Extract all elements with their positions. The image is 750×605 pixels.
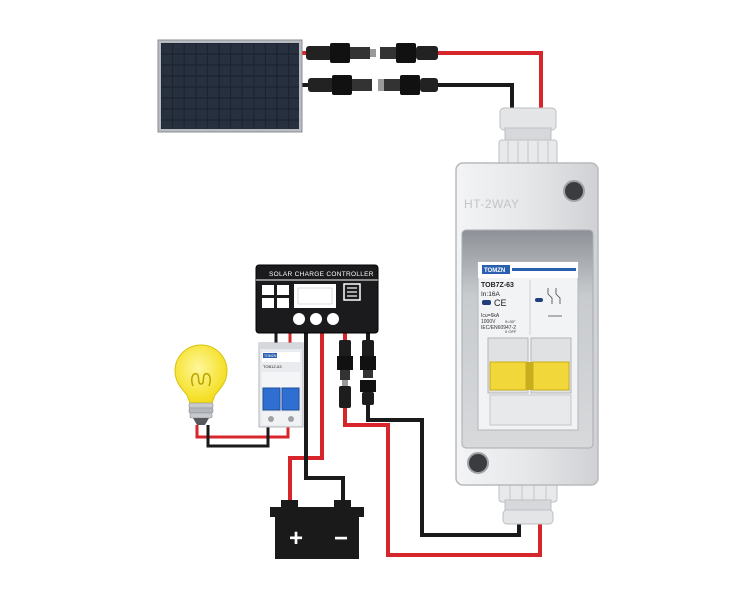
mc4-connector-positive-male [306, 43, 376, 63]
main-breaker-spec-5: 0 OFF [505, 329, 517, 334]
enclosure-negative-input-wire [438, 83, 514, 108]
controller-button-3[interactable] [327, 313, 339, 325]
light-bulb-icon [174, 344, 228, 425]
enclosure-negative-output-wire [366, 405, 521, 537]
enclosure-screw-bottom [467, 452, 489, 474]
battery-negative-wire [304, 332, 345, 505]
ce-mark: CE [494, 298, 507, 308]
controller-title: SOLAR CHARGE CONTROLLER [269, 271, 374, 278]
controller-button-1[interactable] [293, 313, 305, 325]
small-breaker-handle-right[interactable] [281, 387, 300, 411]
dc-isolator-enclosure: HT-2WAY TOMZN TOB7Z-63 In:16A CE Icu=6kA… [455, 107, 599, 525]
enclosure-positive-output-wire [343, 408, 542, 557]
mc4-connector-negative-male [308, 75, 372, 95]
top-cable-gland [498, 107, 558, 167]
enclosure-brand-text: HT-2WAY [464, 197, 520, 211]
controller-button-2[interactable] [310, 313, 322, 325]
controller-icon-status [277, 298, 289, 308]
enclosure-positive-input-wire [438, 51, 543, 108]
battery-plus-symbol: + [289, 525, 303, 552]
main-breaker-brand: TOMZN [484, 268, 505, 274]
small-breaker-screw-left [268, 416, 274, 422]
mc4-connector-pv-positive [337, 340, 353, 408]
mc4-connector-positive-female [380, 43, 438, 63]
enclosure-screw-top [563, 180, 585, 202]
small-breaker-brand: TOMZN [264, 354, 277, 358]
load-dc-breaker: TOMZN TOB1Z-63 [258, 342, 304, 428]
main-breaker-spec-4: ϑ=30° [505, 319, 516, 324]
solar-panel [157, 39, 303, 133]
small-breaker-screw-right [288, 416, 294, 422]
main-breaker-rating: In:16A [481, 291, 500, 298]
main-breaker-model: TOB7Z-63 [481, 282, 514, 289]
mc4-connector-negative-female [378, 75, 438, 95]
small-breaker-model: TOB1Z-63 [263, 364, 282, 369]
mc4-connectors-controller [337, 340, 376, 408]
breaker-handle-right[interactable] [532, 361, 570, 391]
load-wire-bulb-black [206, 425, 270, 448]
controller-menu-icon [343, 283, 361, 301]
panel-cells [161, 43, 299, 129]
wiring-symbol [547, 288, 562, 317]
mc4-connectors-top [306, 43, 438, 95]
battery-minus-symbol: − [334, 525, 348, 552]
breaker-handle-left[interactable] [489, 361, 527, 391]
controller-icon-load [262, 298, 274, 308]
mc4-connector-pv-negative [360, 340, 376, 405]
main-breaker-spec-3: IEC/EN60947-2 [481, 325, 516, 331]
wires [195, 51, 543, 557]
small-breaker-handle-left[interactable] [262, 387, 281, 411]
solar-charge-controller: SOLAR CHARGE CONTROLLER [255, 264, 379, 334]
controller-icon-pv [262, 285, 274, 295]
main-breaker-spec-2: 1000V [481, 319, 496, 325]
main-dc-breaker: TOMZN TOB7Z-63 In:16A CE Icu=6kA 1000V I… [477, 261, 579, 431]
main-breaker-spec-1: Icu=6kA [481, 313, 500, 319]
load-wire-bulb-red [195, 425, 290, 439]
battery: + − [270, 500, 364, 559]
controller-icon-battery [277, 285, 289, 295]
